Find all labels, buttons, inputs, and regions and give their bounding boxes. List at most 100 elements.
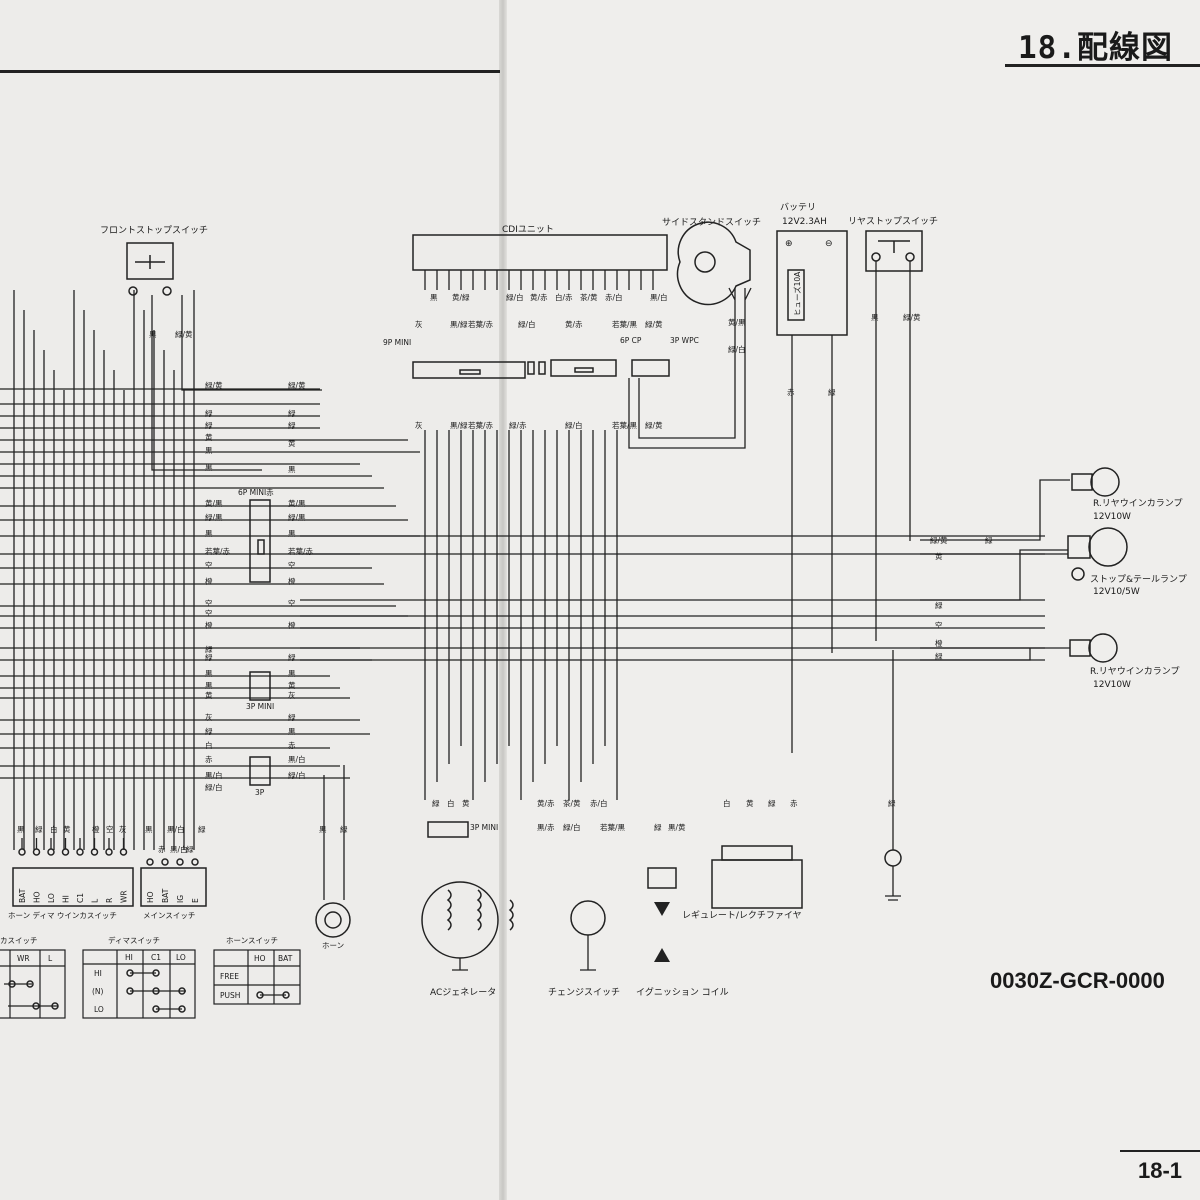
harness-right-label: 空 — [288, 560, 296, 570]
harness-right-label: 黄/黒 — [288, 498, 306, 508]
winker-switch-wires: 黒 緑 白 黄 橙 空 灰 — [17, 824, 127, 834]
cdi-top-wire-4: 黄/赤 — [530, 292, 548, 302]
rear-right-wire-6: 緑 — [935, 651, 943, 661]
horn-row-2: PUSH — [220, 991, 240, 1000]
harness-left-label: 若葉/赤 — [205, 546, 231, 556]
rear-ground-symbol — [885, 866, 901, 901]
connector-3p-mid-body — [249, 671, 271, 701]
winker-table-header-2: L — [48, 954, 53, 963]
horn-body — [315, 902, 351, 938]
reg-wire-2: 黄 — [746, 798, 754, 808]
winker-pin-terminal — [47, 848, 55, 856]
ac-gen-wire-1: 緑 — [432, 798, 440, 808]
winker-pin-label: R — [105, 898, 114, 903]
horn-table-title: ホーンスイッチ — [226, 936, 278, 945]
cdi-row2-wire-1: 灰 — [415, 319, 423, 329]
harness-left-label: 緑/黒 — [205, 512, 223, 522]
horn-diaphragm — [324, 911, 342, 929]
cdi-top-wire-7: 赤/白 — [605, 292, 623, 302]
front-stop-switch: フロントストップスイッチ 黒 緑/黄 — [100, 225, 208, 339]
main-pin-terminal — [176, 858, 184, 866]
connector-3p-mini-mid-label: 3P MINI — [246, 702, 274, 711]
connector-9p-mini-body — [412, 361, 526, 379]
battery-spec: 12V2.3AH — [782, 217, 827, 227]
ac-generator-body — [421, 881, 499, 959]
winker-table-title: カスイッチ — [0, 936, 38, 945]
winker-pin-label: HO — [33, 891, 42, 903]
dimmer-table-frame — [82, 949, 196, 1019]
harness-right-label: 橙 — [288, 620, 296, 630]
harness-left-label: 白 — [205, 740, 213, 750]
horn-header-1: HO — [254, 954, 266, 963]
horn-header-2: BAT — [278, 954, 293, 963]
dimmer-row-2: (N) — [92, 987, 104, 996]
stop-tail-bulb — [1088, 527, 1128, 567]
rear-winker-top-label: R.リヤウインカランプ — [1093, 498, 1183, 509]
harness-left-label: 黒/白 — [205, 770, 223, 780]
cdi-wire-labels-row3: 灰 黒/緑 若葉/赤 緑/赤 緑/白 若葉/黒 緑/黄 — [415, 420, 663, 430]
cdi-row2-wire-2: 黒/緑 — [450, 319, 468, 329]
rear-right-wire-2: 黄 — [935, 551, 943, 561]
winker-pin-terminal — [18, 848, 26, 856]
change-switch-label: チェンジスイッチ — [548, 987, 620, 998]
winker-switch-label: ホーン ディマ ウインカスイッチ — [8, 910, 117, 920]
front-stop-switch-terminal-a — [128, 286, 138, 296]
cdi-row3-wire-1: 灰 — [415, 420, 423, 430]
battery-leads — [791, 335, 833, 753]
connector-6p-cp-body — [550, 359, 617, 377]
main-pin-label: BAT — [161, 888, 170, 903]
dimmer-table-node — [126, 969, 134, 977]
dimmer-table-node — [178, 1005, 186, 1013]
main-pin-terminal — [161, 858, 169, 866]
change-switch: 黄/赤 茶/黄 赤/白 黒/赤 緑/白 若葉/黒 チェンジスイッチ — [537, 798, 626, 998]
connector-3p-mini-mid: 3P MINI — [246, 671, 274, 711]
rear-stop-leads — [875, 261, 911, 641]
fuse-label: ヒューズ10A — [792, 271, 802, 316]
harness-left-label: 空 — [205, 598, 213, 608]
horn-table-frame — [213, 949, 301, 1005]
connector-6p-cp-key — [574, 367, 594, 373]
rear-stop-switch: リヤストップスイッチ 黒 緑/黄 — [848, 216, 938, 641]
dimmer-table-node — [126, 987, 134, 995]
harness-left-label: 緑 — [205, 408, 213, 418]
regulator-body — [711, 859, 803, 909]
change-switch-body — [570, 900, 606, 936]
connector-6p-cp-label: 6P CP — [620, 336, 642, 345]
rear-right-wire-3: 緑 — [935, 600, 943, 610]
harness-right-label: 緑 — [288, 712, 296, 722]
harness-left-label: 灰 — [205, 712, 213, 722]
harness-right-label: 黒/白 — [288, 754, 306, 764]
connector-3p-label: 3P — [255, 788, 265, 797]
winker-pin-label: LO — [47, 893, 56, 903]
rear-stop-switch-terminal-a — [871, 252, 881, 262]
connector-6p-mini-red-body — [249, 499, 271, 583]
dimmer-switch-table: ディマスイッチ HI C1 LO HI (N) LO — [82, 935, 196, 1019]
harness-right-label: 若葉/赤 — [288, 546, 314, 556]
harness-right-label: 灰 — [288, 690, 296, 700]
ignition-arrow-up-icon — [654, 948, 670, 962]
dimmer-row-1: HI — [94, 969, 102, 978]
stop-tail-label: ストップ&テールランプ — [1090, 574, 1187, 585]
dimmer-table-node — [152, 1005, 160, 1013]
cdi-unit-label: CDIユニット — [502, 225, 554, 235]
cdi-row2-wire-7: 緑/黄 — [645, 319, 663, 329]
main-pin-terminal — [191, 858, 199, 866]
cdi-top-wire-1: 黒 — [430, 293, 438, 302]
front-stop-wires — [151, 295, 322, 471]
winker-pin-terminal — [61, 848, 70, 856]
rear-winker-top-bulb — [1090, 467, 1120, 497]
battery: バッテリ 12V2.3AH ⊕ ⊖ ヒューズ10A 赤 緑 — [776, 202, 848, 753]
lamp-ground-wire — [920, 648, 1031, 661]
harness-left-label: 緑/白 — [205, 782, 223, 792]
harness-right-label: 緑/白 — [288, 770, 306, 780]
battery-label: バッテリ — [780, 202, 816, 213]
change-wire-4: 黒/赤 — [537, 823, 555, 832]
rear-right-wire-5: 橙 — [935, 638, 943, 648]
regulator-connector — [721, 845, 793, 861]
horn-wire-1: 黒 — [319, 825, 327, 834]
horn-label: ホーン — [322, 941, 344, 950]
rear-winker-bottom-socket — [1069, 639, 1091, 657]
side-stand-wire-1: 黄/黒 — [728, 317, 746, 327]
